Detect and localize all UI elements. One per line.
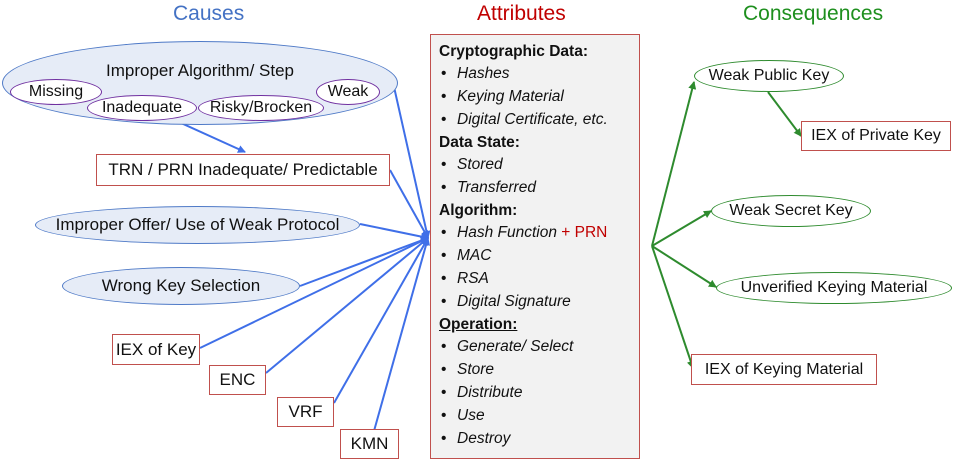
operation-item: Store: [439, 359, 639, 382]
weak-public-key-label: Weak Public Key: [708, 67, 830, 84]
kmn-label: KMN: [350, 434, 389, 453]
trn-prn-label: TRN / PRN Inadequate/ Predictable: [108, 160, 378, 179]
weak-label: Weak: [327, 83, 369, 100]
missing-ellipse: Missing: [10, 79, 102, 105]
attributes-header: Attributes: [477, 2, 566, 25]
arrow-enc-to-attributes: [265, 237, 429, 374]
arrow-kmn-to-attributes: [373, 237, 430, 432]
arrow-vrf-to-attributes: [333, 237, 429, 404]
operation-item: Use: [439, 405, 639, 428]
operation-item: Distribute: [439, 382, 639, 405]
weak-secret-key-label: Weak Secret Key: [729, 202, 853, 219]
trn-prn-box: TRN / PRN Inadequate/ Predictable: [96, 154, 390, 186]
arrow-improper-offer-to-attributes: [359, 223, 429, 241]
operation-title: Operation:: [439, 316, 518, 333]
iex-keying-material-box: IEX of Keying Material: [691, 354, 877, 385]
vrf-box: VRF: [277, 397, 334, 427]
risky-brocken-ellipse: Risky/Brocken: [198, 95, 324, 121]
arrow-improper-algorithm-to-attributes: [391, 77, 431, 239]
crypto-item: Keying Material: [439, 86, 639, 109]
operation-item: Destroy: [439, 428, 639, 451]
unverified-keying-label: Unverified Keying Material: [740, 279, 928, 296]
arrow-attributes-to-iex-keying: [651, 245, 695, 369]
weak-public-key-ellipse: Weak Public Key: [694, 60, 844, 92]
crypto-data-title: Cryptographic Data:: [439, 43, 588, 60]
prn-label: + PRN: [556, 224, 608, 241]
algorithm-item: RSA: [439, 268, 639, 291]
unverified-keying-ellipse: Unverified Keying Material: [716, 272, 952, 304]
data-state-item: Transferred: [439, 177, 639, 200]
algorithm-item-hash: Hash Function + PRN: [439, 222, 639, 245]
improper-algorithm-label: Improper Algorithm/ Step: [105, 61, 295, 80]
attributes-box: Cryptographic Data: Hashes Keying Materi…: [430, 34, 640, 459]
arrow-iex-key-to-attributes: [199, 237, 429, 349]
improper-offer-ellipse: Improper Offer/ Use of Weak Protocol: [35, 206, 360, 244]
arrow-attributes-to-weak-secret: [651, 210, 712, 247]
risky-brocken-label: Risky/Brocken: [209, 99, 313, 116]
wrong-key-label: Wrong Key Selection: [101, 276, 261, 295]
crypto-item: Hashes: [439, 63, 639, 86]
arrow-attributes-to-weak-public: [651, 81, 697, 247]
inadequate-label: Inadequate: [101, 99, 183, 116]
iex-keying-material-label: IEX of Keying Material: [704, 360, 864, 378]
weak-secret-key-ellipse: Weak Secret Key: [711, 195, 871, 227]
missing-label: Missing: [28, 83, 84, 100]
data-state-item: Stored: [439, 154, 639, 177]
algorithm-title: Algorithm:: [439, 202, 518, 219]
algorithm-item: MAC: [439, 245, 639, 268]
iex-key-box: IEX of Key: [112, 334, 200, 365]
iex-key-label: IEX of Key: [115, 339, 197, 359]
iex-private-key-label: IEX of Private Key: [811, 127, 941, 144]
wrong-key-ellipse: Wrong Key Selection: [62, 267, 300, 305]
algorithm-item: Digital Signature: [439, 291, 639, 314]
weak-ellipse: Weak: [316, 79, 380, 105]
arrow-weak-public-to-iex-private: [767, 91, 802, 137]
consequences-header: Consequences: [743, 2, 884, 25]
causes-header: Causes: [173, 2, 245, 25]
arrow-trn-prn-to-attributes: [389, 169, 429, 239]
enc-box: ENC: [209, 365, 266, 395]
operation-item: Generate/ Select: [439, 336, 639, 359]
data-state-title: Data State:: [439, 134, 520, 151]
enc-label: ENC: [219, 370, 256, 389]
improper-offer-label: Improper Offer/ Use of Weak Protocol: [55, 215, 340, 234]
arrow-attributes-to-unverified: [651, 245, 717, 288]
iex-private-key-box: IEX of Private Key: [801, 121, 951, 151]
hash-function-label: Hash Function: [457, 224, 557, 241]
inadequate-ellipse: Inadequate: [87, 95, 197, 121]
arrow-wrong-key-to-attributes: [299, 236, 429, 287]
vrf-label: VRF: [288, 402, 323, 421]
crypto-item: Digital Certificate, etc.: [439, 109, 639, 132]
kmn-box: KMN: [340, 429, 399, 459]
